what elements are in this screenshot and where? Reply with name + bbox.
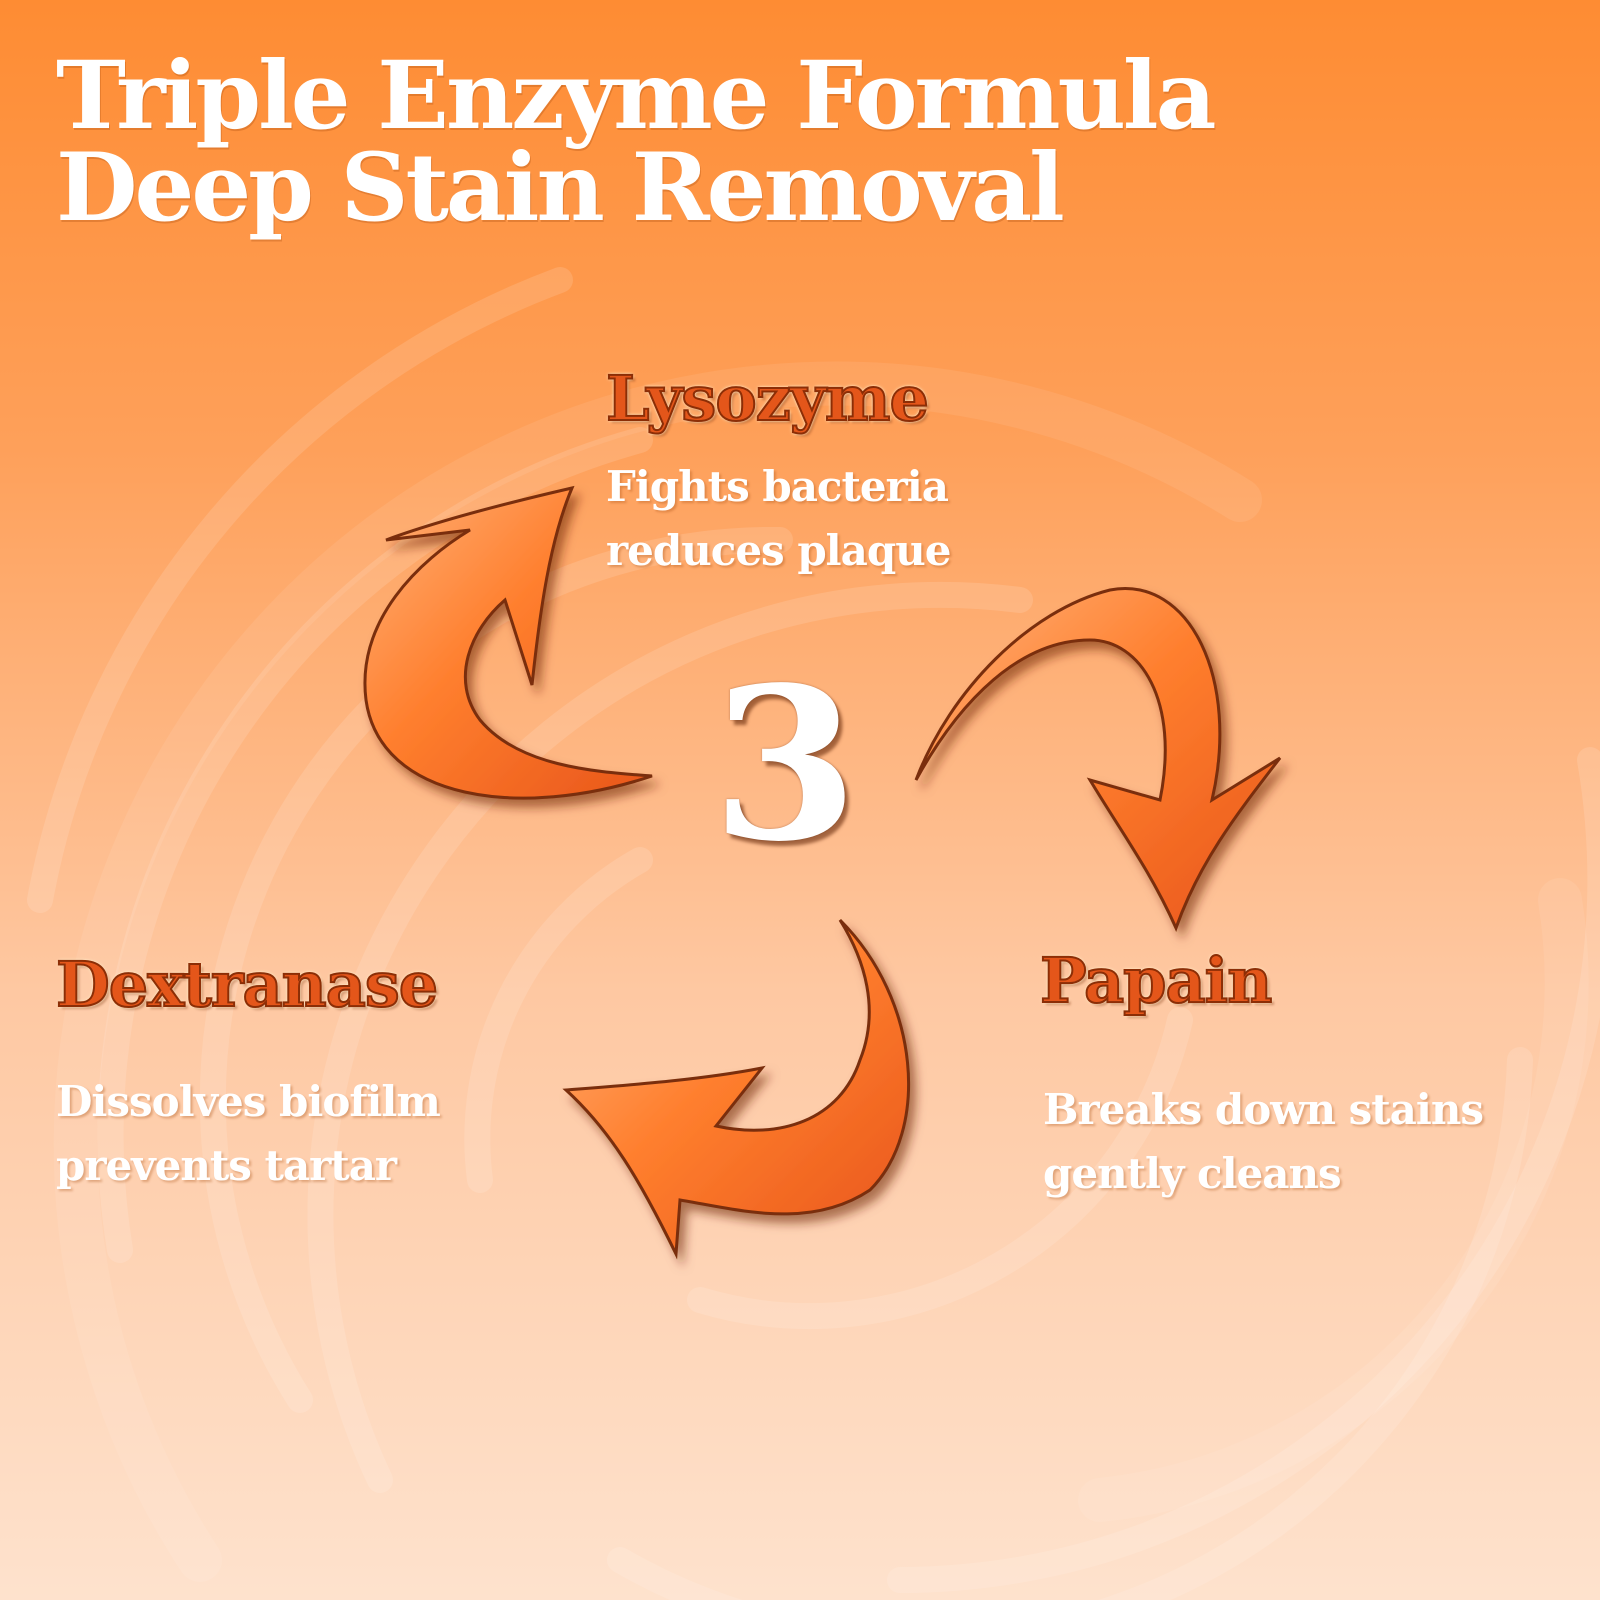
dextranase-description: Dissolves biofilm prevents tartar: [56, 1070, 441, 1198]
center-number: 3: [711, 641, 859, 888]
headline-line-2: Deep Stain Removal: [56, 133, 1065, 243]
lysozyme-description-line-1: Fights bacteria: [606, 462, 949, 511]
papain-description-line-2: gently cleans: [1043, 1149, 1342, 1198]
lysozyme-title: Lysozyme: [605, 362, 930, 435]
curved-arrow-icon: [562, 918, 911, 1260]
papain-description-line-1: Breaks down stains: [1043, 1085, 1484, 1134]
lysozyme-description-line-2: reduces plaque: [606, 526, 951, 575]
curved-arrow-icon: [363, 485, 653, 800]
dextranase-description-line-1: Dissolves biofilm: [56, 1077, 441, 1126]
headline-line-1: Triple Enzyme Formula: [56, 41, 1217, 151]
dextranase-title: Dextranase: [55, 948, 439, 1021]
headline: Triple Enzyme Formula Deep Stain Removal: [56, 41, 1217, 243]
lysozyme-description: Fights bacteria reduces plaque: [606, 455, 951, 583]
dextranase-description-line-2: prevents tartar: [56, 1141, 397, 1190]
papain-title: Papain: [1039, 944, 1273, 1017]
papain-description: Breaks down stains gently cleans: [1043, 1078, 1484, 1206]
curved-arrow-icon: [914, 587, 1282, 933]
